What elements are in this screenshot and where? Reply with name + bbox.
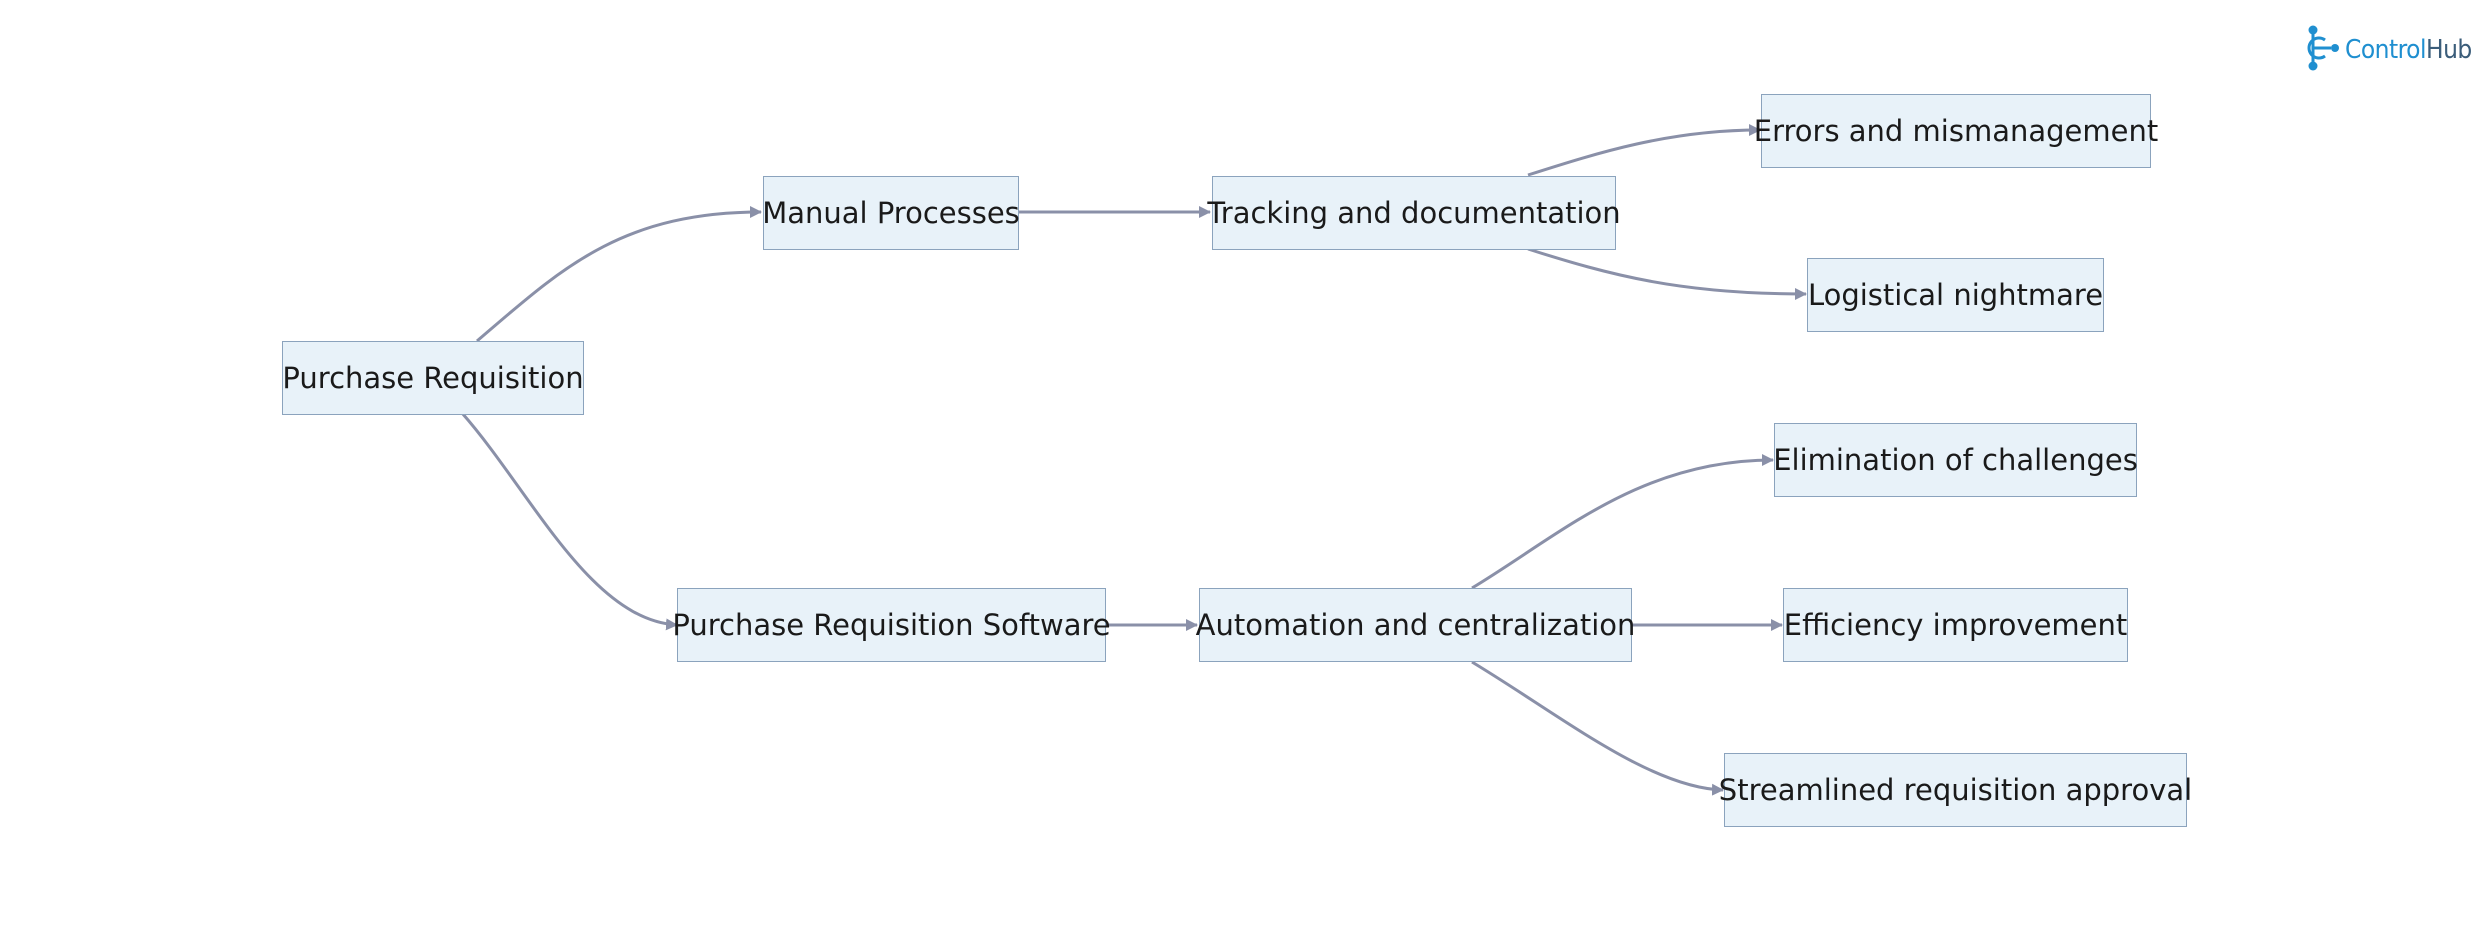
node-automation-centralization[interactable]: Automation and centralization <box>1196 588 1635 662</box>
node-label: Manual Processes <box>762 196 1020 230</box>
node-label: Elimination of challenges <box>1773 443 2138 477</box>
node-tracking-documentation[interactable]: Tracking and documentation <box>1207 176 1621 250</box>
node-purchase-requisition[interactable]: Purchase Requisition <box>282 341 584 415</box>
node-label: Errors and mismanagement <box>1753 114 2159 148</box>
edge-tracking-to-logistical <box>1527 247 1807 300</box>
node-errors-mismanagement[interactable]: Errors and mismanagement <box>1754 94 2158 168</box>
edge-tracking-to-errors <box>1527 124 1761 177</box>
node-label: Purchase Requisition <box>282 361 584 395</box>
node-elimination-challenges[interactable]: Elimination of challenges <box>1773 423 2138 497</box>
edge-purchase-requisition-to-manual-processes <box>476 206 762 343</box>
edge-automation-to-streamlined <box>1471 660 1724 796</box>
node-label: Automation and centralization <box>1195 608 1636 642</box>
node-streamlined-approval[interactable]: Streamlined requisition approval <box>1719 753 2192 827</box>
node-logistical-nightmare[interactable]: Logistical nightmare <box>1807 258 2104 332</box>
node-label: Purchase Requisition Software <box>672 608 1111 642</box>
controlhub-logo[interactable]: ControlHub <box>2305 24 2472 77</box>
node-label: Tracking and documentation <box>1207 196 1621 230</box>
edge-automation-to-elimination <box>1471 454 1774 590</box>
node-label: Efficiency improvement <box>1783 608 2128 642</box>
node-manual-processes[interactable]: Manual Processes <box>762 176 1020 250</box>
controlhub-logo-text: ControlHub <box>2345 35 2472 65</box>
node-label: Logistical nightmare <box>1807 278 2104 312</box>
node-label: Streamlined requisition approval <box>1718 773 2193 807</box>
controlhub-logo-icon <box>2305 24 2341 77</box>
node-efficiency-improvement[interactable]: Efficiency improvement <box>1783 588 2128 662</box>
edge-purchase-requisition-to-pr-software <box>460 412 678 631</box>
node-pr-software[interactable]: Purchase Requisition Software <box>672 588 1111 662</box>
